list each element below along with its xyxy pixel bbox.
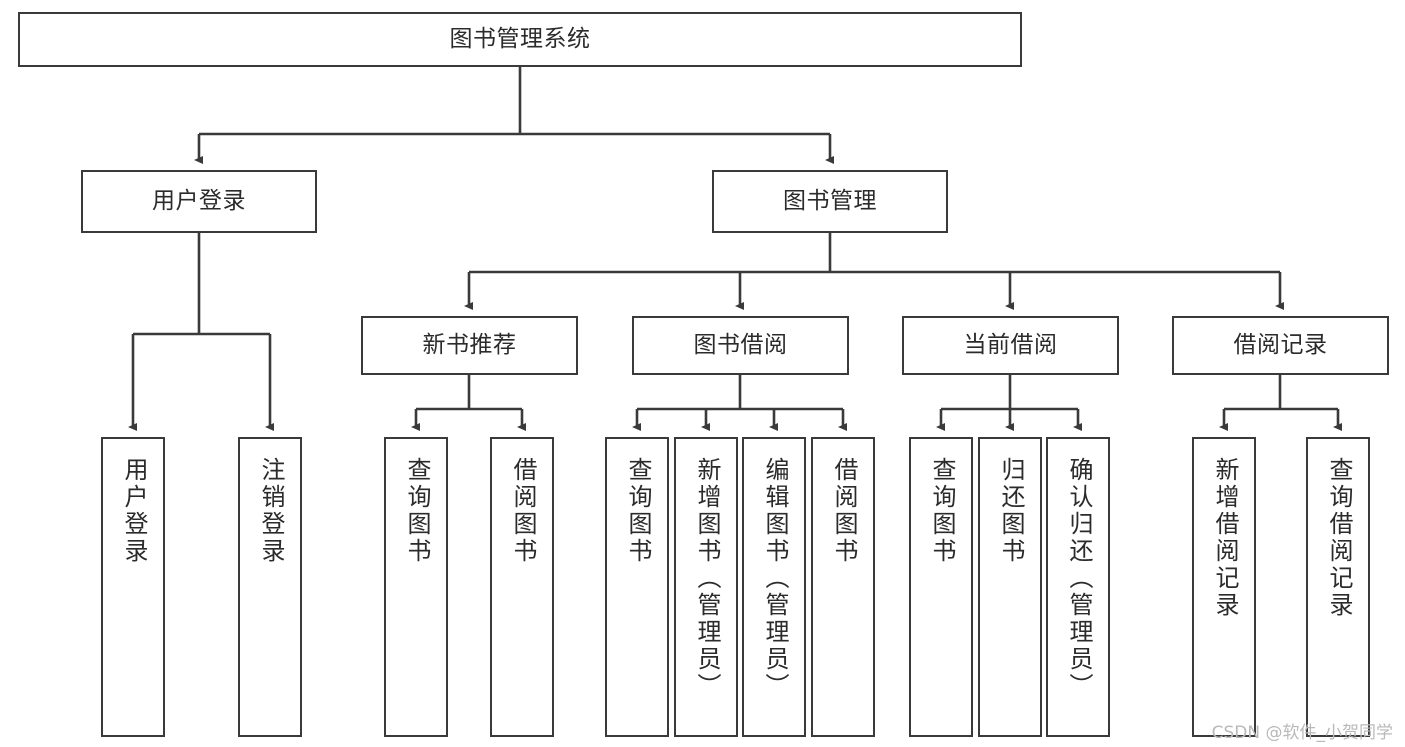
node-leaf-query-borrow-record[interactable]: 查询借阅记录 [1306, 437, 1370, 737]
node-leaf-add-borrow-record[interactable]: 新增借阅记录 [1192, 437, 1256, 737]
node-leaf-add-book-admin[interactable]: 新增图书（管理员） [674, 437, 738, 737]
node-label: 借阅图书 [829, 457, 858, 565]
node-label: 查询借阅记录 [1324, 457, 1353, 619]
node-label: 查询图书 [623, 457, 652, 565]
node-leaf-logout[interactable]: 注销登录 [238, 437, 302, 737]
node-label: 查询图书 [402, 457, 431, 565]
node-leaf-confirm-return-admin[interactable]: 确认归还（管理员） [1046, 437, 1110, 737]
node-label: 借阅图书 [508, 457, 537, 565]
node-book-management[interactable]: 图书管理 [712, 170, 948, 233]
node-current-borrow[interactable]: 当前借阅 [902, 316, 1119, 375]
node-label: 图书借阅 [693, 331, 788, 358]
node-leaf-query-book-borrow[interactable]: 查询图书 [605, 437, 669, 737]
node-label: 用户登录 [152, 187, 246, 214]
node-leaf-query-book-recommend[interactable]: 查询图书 [384, 437, 448, 737]
node-root-book-management-system[interactable]: 图书管理系统 [18, 12, 1022, 67]
node-label: 新增借阅记录 [1210, 457, 1239, 619]
node-label: 注销登录 [256, 457, 285, 565]
node-leaf-user-login[interactable]: 用户登录 [101, 437, 165, 737]
node-leaf-borrow-book[interactable]: 借阅图书 [811, 437, 875, 737]
node-leaf-edit-book-admin[interactable]: 编辑图书（管理员） [742, 437, 806, 737]
node-label: 新书推荐 [422, 331, 517, 358]
node-user-login[interactable]: 用户登录 [81, 170, 317, 233]
node-label: 图书管理系统 [449, 25, 591, 52]
node-label: 确认归还（管理员） [1064, 457, 1093, 700]
node-label: 归还图书 [996, 457, 1025, 565]
node-label: 查询图书 [927, 457, 956, 565]
node-borrow-record[interactable]: 借阅记录 [1172, 316, 1389, 375]
node-leaf-query-book-current[interactable]: 查询图书 [909, 437, 973, 737]
node-label: 新增图书（管理员） [692, 457, 721, 700]
node-label: 图书管理 [783, 187, 877, 214]
node-leaf-return-book[interactable]: 归还图书 [978, 437, 1042, 737]
node-book-borrow[interactable]: 图书借阅 [632, 316, 849, 375]
node-label: 用户登录 [119, 457, 148, 565]
node-label: 编辑图书（管理员） [760, 457, 789, 700]
node-label: 借阅记录 [1233, 331, 1328, 358]
node-label: 当前借阅 [963, 331, 1058, 358]
node-new-book-recommend[interactable]: 新书推荐 [361, 316, 578, 375]
node-leaf-borrow-book-recommend[interactable]: 借阅图书 [490, 437, 554, 737]
